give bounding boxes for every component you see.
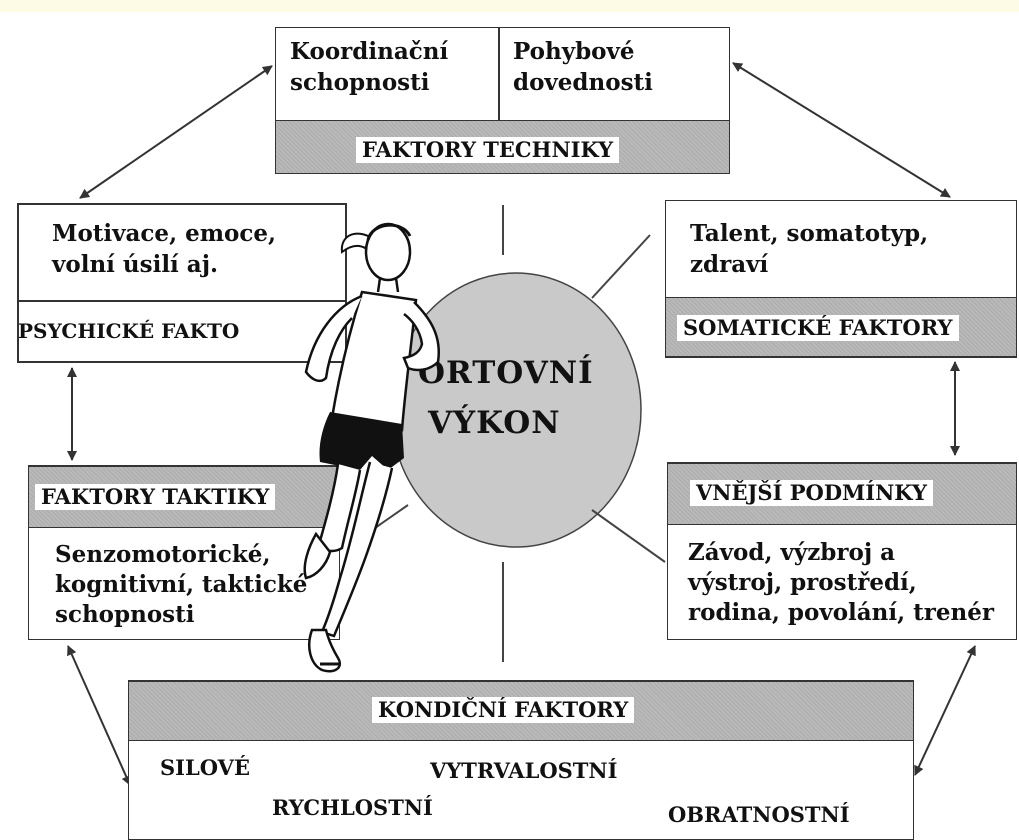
runner-illustration: [0, 0, 1019, 835]
